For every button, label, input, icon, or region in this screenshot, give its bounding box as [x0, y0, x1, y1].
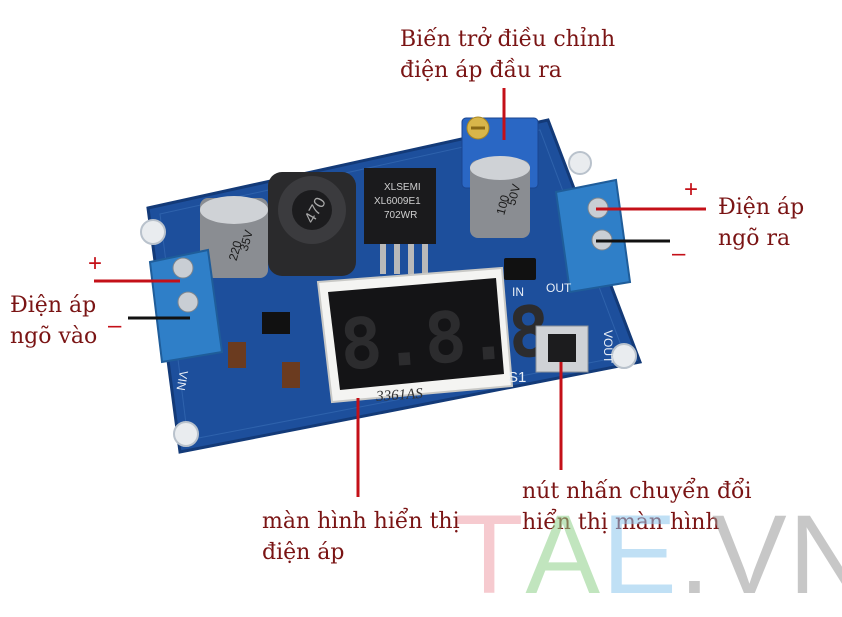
svg-text:100: 100: [493, 193, 512, 216]
input-terminal: [148, 248, 224, 364]
tae-vn-watermark: TAE.VN: [455, 492, 842, 617]
output-minus-sign: –: [672, 240, 686, 267]
input-minus-sign: –: [108, 312, 122, 339]
svg-text:VOUT: VOUT: [601, 330, 615, 364]
capacitor-220uf: 220 35V: [200, 196, 268, 278]
seven-segment-display: 8.8.8. 3361AS: [316, 266, 595, 405]
polarity-lines: [128, 239, 670, 320]
svg-text:XLSEMI: XLSEMI: [384, 182, 421, 193]
xl6009-ic: XLSEMI XL6009E1 702WR: [364, 168, 436, 274]
label-input-line1: Điện áp: [10, 293, 97, 318]
inductor: 470: [268, 172, 356, 276]
input-plus-sign: +: [88, 250, 103, 277]
label-input-voltage: Điện áp ngõ vào: [10, 290, 97, 352]
smd-parts: [228, 258, 536, 388]
label-button-line2: hiển thị màn hình: [522, 510, 720, 535]
output-terminal: [554, 178, 632, 294]
annotation-lines: [94, 88, 706, 497]
svg-text:S1: S1: [508, 369, 526, 386]
svg-text:XL6009E1: XL6009E1: [374, 196, 421, 207]
label-display-line1: màn hình hiển thị: [262, 509, 460, 534]
label-potentiometer: Biến trở điều chỉnh điện áp đầu ra: [400, 24, 615, 86]
label-output-line2: ngõ ra: [718, 226, 791, 251]
label-display-line2: điện áp: [262, 540, 345, 565]
svg-text:702WR: 702WR: [384, 210, 417, 221]
module-photo: 470 XLSEMI XL6009E1 702WR 220 35V 100 50…: [94, 88, 706, 497]
label-button: nút nhấn chuyển đổi hiển thị màn hình: [522, 476, 752, 538]
label-potentiometer-line1: Biến trở điều chỉnh: [400, 27, 616, 52]
svg-text:3361AS: 3361AS: [375, 386, 424, 405]
watermark-letter: .: [678, 492, 712, 617]
label-display: màn hình hiển thị điện áp: [262, 506, 460, 568]
watermark-letter: T: [455, 492, 526, 617]
watermark-letter: E: [602, 492, 679, 617]
svg-text:35V: 35V: [237, 228, 256, 252]
svg-text:50V: 50V: [504, 183, 523, 207]
svg-text:VIN: VIN: [174, 369, 191, 391]
label-output-line1: Điện áp: [718, 195, 805, 220]
label-input-line2: ngõ vào: [10, 324, 98, 349]
label-output-voltage: Điện áp ngõ ra: [718, 192, 804, 254]
mounting-holes: [140, 151, 637, 447]
svg-text:OUT: OUT: [546, 281, 572, 295]
capacitor-100uf: 100 50V: [470, 156, 530, 238]
label-potentiometer-line2: điện áp đầu ra: [400, 58, 562, 83]
svg-text:IN: IN: [512, 285, 524, 299]
watermark-letter: A: [525, 492, 603, 617]
output-plus-sign: +: [684, 176, 699, 203]
watermark-letter: N: [788, 492, 842, 617]
watermark-letter: V: [711, 492, 789, 617]
label-button-line1: nút nhấn chuyển đổi: [522, 479, 752, 504]
svg-text:220: 220: [226, 239, 245, 262]
